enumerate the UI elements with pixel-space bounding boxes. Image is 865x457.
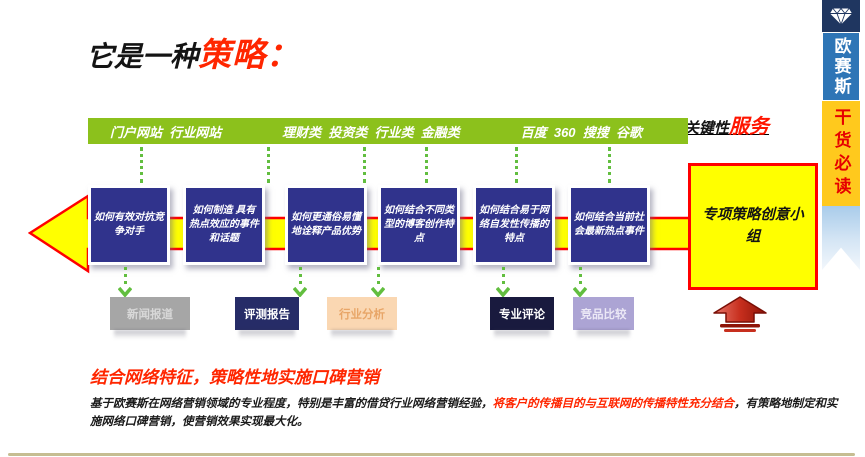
chevron-down-icon [292,286,308,298]
key-service-highlight: 服务 [729,116,770,138]
corner-ribbon: 欧赛斯 干货必读 [822,0,860,270]
output-box-comparison: 竞品比较 [573,297,634,330]
connector-line [123,267,127,284]
summary-body-prefix: 基于欧赛斯在网络营销领域的专业程度，特别是丰富的借贷行业网络营销经验， [90,398,493,410]
slide-bottom-border [8,453,855,456]
strategy-box: 如何结合当前社会最新热点事件 [568,185,650,265]
strategy-box: 如何有效对抗竞争对手 [88,185,170,265]
chevron-down-icon [495,286,511,298]
summary-body: 基于欧赛斯在网络营销领域的专业程度，特别是丰富的借贷行业网络营销经验，将客户的传… [90,395,838,432]
output-box-industry: 行业分析 [327,297,397,330]
up-arrow-icon [713,296,767,332]
output-box-expert: 专业评论 [490,297,554,330]
strategy-box: 如何结合易于网络自发性传播的特点 [473,185,555,265]
connector-line [376,267,380,284]
diamond-icon [830,7,852,25]
connector-line [578,267,582,284]
output-box-review: 评测报告 [235,297,299,330]
connector-arrow-down [495,267,511,298]
page-title-highlight: 策略： [198,36,301,73]
ribbon-tagline: 干货必读 [822,101,860,206]
connector-line [298,267,302,284]
key-service-prefix: 关键性 [684,120,730,137]
summary-body-suffix: ，有策略地制定和实施网络口碑营销，使营销效果实现最大化。 [90,398,838,429]
connector-line [363,147,366,183]
strategy-box: 如何更通俗易懂地诠释产品优势 [285,185,367,265]
ribbon-tagline-text: 干货必读 [831,108,851,200]
connector-line [425,147,428,183]
summary-heading: 结合网络特征，策略性地实施口碑营销 [90,368,379,387]
connector-line [501,267,505,284]
brand-logo [822,0,860,32]
strategy-box: 如何结合不同类型的博客创作特点 [378,185,460,265]
strategy-box: 如何制造 具有热点效应的事件和话题 [183,185,265,265]
connector-line [140,147,143,183]
connector-arrow-down [572,267,588,298]
channel-group-search: 百度 360 搜搜 谷歌 [520,124,642,140]
summary-body-highlight: 将客户的传播目的与互联网的传播特性充分结合 [492,398,735,410]
key-service-label: 关键性服务 [684,110,769,139]
connector-arrow-down [292,267,308,298]
ribbon-brand-text: 欧赛斯 [831,37,851,97]
channel-bar: 门户网站 行业网站 理财类 投资类 行业类 金融类 百度 360 搜搜 谷歌 [88,118,688,144]
connector-line [608,147,611,183]
connector-line [515,147,518,183]
connector-arrow-down [370,267,386,298]
ribbon-brand-name: 欧赛斯 [822,32,860,101]
connector-arrow-down [117,267,133,298]
connector-line [267,147,270,183]
chevron-down-icon [572,286,588,298]
channel-group-portals: 门户网站 行业网站 [110,124,222,140]
chevron-down-icon [370,286,386,298]
team-box: 专项策略创意小组 [688,163,818,290]
output-box-news: 新闻报道 [110,297,190,330]
page-title-prefix: 它是一种 [86,41,199,72]
ribbon-tail [822,206,860,270]
chevron-down-icon [117,286,133,298]
channel-group-verticals: 理财类 投资类 行业类 金融类 [282,124,460,140]
page-title: 它是一种策略： [86,28,300,76]
